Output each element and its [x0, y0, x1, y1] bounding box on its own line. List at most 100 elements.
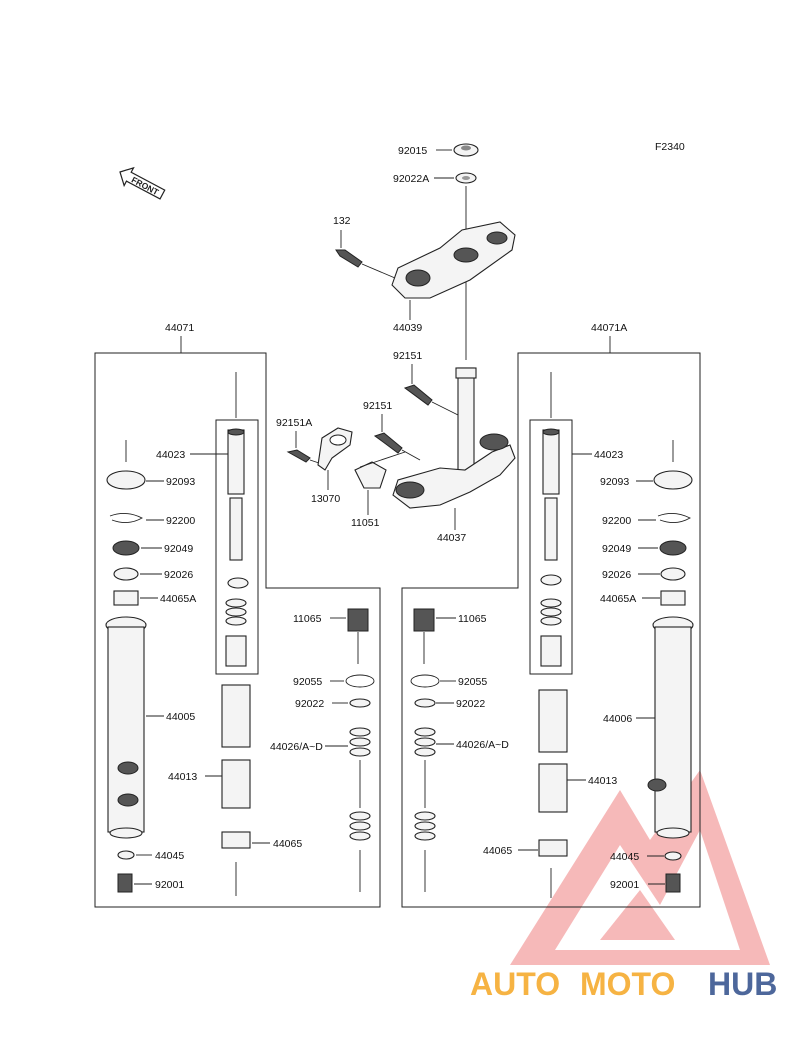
part-left-ring — [227, 577, 249, 589]
part-L-11065-cap — [347, 608, 369, 664]
label-L-44005: 44005 — [166, 711, 195, 723]
part-R-92055 — [410, 674, 440, 688]
part-L-44065A — [113, 590, 139, 606]
part-R-44065A — [660, 590, 686, 606]
part-left-spring-small — [225, 598, 247, 626]
label-R-44026: 44026/A~D — [456, 739, 509, 751]
part-11051-bracket — [354, 461, 387, 489]
label-92151A: 92151A — [276, 417, 312, 429]
part-L-44065 — [221, 831, 251, 849]
label-L-11065: 11065 — [293, 613, 322, 625]
label-L-92200: 92200 — [166, 515, 195, 527]
label-R-44006: 44006 — [603, 713, 632, 725]
part-92151-bolt-b — [373, 432, 403, 454]
part-L-92022 — [349, 698, 371, 708]
watermark-logo — [510, 770, 770, 965]
label-R-92001: 92001 — [610, 879, 639, 891]
right-subassembly-box — [529, 419, 573, 675]
label-L-44065: 44065 — [273, 838, 302, 850]
label-11051: 11051 — [351, 517, 380, 529]
part-left-piston — [225, 635, 247, 667]
label-L-44026: 44026/A~D — [270, 741, 323, 753]
part-R-44013-inner-tube — [538, 689, 568, 813]
diagram-code: F2340 — [655, 141, 685, 153]
left-fork-assembly-box — [94, 352, 381, 908]
label-L-92055: 92055 — [293, 676, 322, 688]
part-13070-clamp — [317, 427, 353, 471]
label-132: 132 — [333, 215, 351, 227]
watermark-hub: HUB — [708, 966, 777, 1002]
part-44037-lower-bracket — [392, 433, 516, 509]
label-R-44013: 44013 — [588, 775, 617, 787]
front-arrow: FRONT — [119, 166, 166, 200]
label-L-44013: 44013 — [168, 771, 197, 783]
part-right-piston — [540, 635, 562, 667]
label-44037: 44037 — [437, 532, 466, 544]
part-R-44006-outer-tube — [647, 616, 694, 839]
part-L-92001 — [117, 873, 133, 893]
label-R-44065A: 44065A — [600, 593, 636, 605]
label-R-92026: 92026 — [602, 569, 631, 581]
part-92151-bolt-a — [403, 384, 433, 406]
part-R-92026 — [660, 567, 686, 581]
part-92015-nut — [453, 143, 479, 157]
part-right-ring — [540, 574, 562, 586]
label-44071A: 44071A — [591, 322, 627, 334]
label-92151-b: 92151 — [363, 400, 392, 412]
part-R-44045 — [664, 851, 682, 861]
label-L-92022: 92022 — [295, 698, 324, 710]
part-R-92049 — [659, 540, 687, 556]
label-L-44023: 44023 — [156, 449, 185, 461]
part-132-bolt — [335, 249, 363, 268]
part-R-92200 — [657, 513, 691, 523]
part-L-92049 — [112, 540, 140, 556]
label-R-92093: 92093 — [600, 476, 629, 488]
part-L-44045 — [117, 850, 135, 860]
label-L-92049: 92049 — [164, 543, 193, 555]
label-R-44045: 44045 — [610, 851, 639, 863]
label-L-92001: 92001 — [155, 879, 184, 891]
part-L-44013-inner-tube — [221, 684, 251, 809]
label-L-92026: 92026 — [164, 569, 193, 581]
right-fork-assembly-box — [401, 352, 701, 908]
label-R-92200: 92200 — [602, 515, 631, 527]
part-L-92093 — [106, 470, 146, 490]
label-R-92055: 92055 — [458, 676, 487, 688]
watermark-auto: AUTO — [470, 966, 560, 1002]
part-44023-damper-rod-left — [227, 428, 245, 561]
part-R-92093 — [653, 470, 693, 490]
label-92015: 92015 — [398, 145, 427, 157]
label-L-44045: 44045 — [155, 850, 184, 862]
part-L-92200 — [109, 513, 143, 523]
label-L-44065A: 44065A — [160, 593, 196, 605]
part-L-44005-outer-tube — [105, 616, 147, 839]
label-92151-a: 92151 — [393, 350, 422, 362]
front-label: FRONT — [130, 175, 161, 198]
label-44039: 44039 — [393, 322, 422, 334]
part-44023-damper-rod-right — [542, 428, 560, 561]
label-L-92093: 92093 — [166, 476, 195, 488]
label-R-92049: 92049 — [602, 543, 631, 555]
watermark-text: AUTO MOTO HUB — [470, 966, 777, 1002]
label-13070: 13070 — [311, 493, 340, 505]
left-subassembly-box — [215, 419, 259, 675]
part-R-11065-cap — [413, 608, 435, 664]
part-92022A-washer — [455, 172, 477, 184]
part-92151A-bolt — [286, 449, 311, 463]
label-44071: 44071 — [165, 322, 194, 334]
part-L-44026-spring — [349, 727, 371, 892]
part-R-44026-spring — [414, 727, 436, 892]
label-R-92022: 92022 — [456, 698, 485, 710]
part-L-92026 — [113, 567, 139, 581]
label-R-11065: 11065 — [458, 613, 487, 625]
part-R-92022 — [414, 698, 436, 708]
label-92022A: 92022A — [393, 173, 429, 185]
part-L-92055 — [345, 674, 375, 688]
watermark-moto: MOTO — [580, 966, 675, 1002]
part-44039-upper-bracket — [391, 221, 516, 299]
part-R-44065 — [538, 839, 568, 857]
label-R-44065: 44065 — [483, 845, 512, 857]
part-R-92001 — [665, 873, 681, 893]
part-right-spring-small — [540, 598, 562, 626]
